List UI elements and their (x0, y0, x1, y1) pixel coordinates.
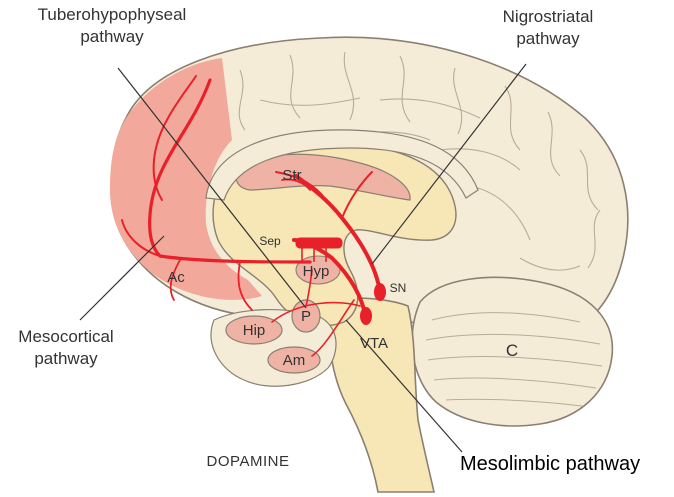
mesocortical-branch-1 (152, 75, 197, 201)
label-am: Am (283, 352, 306, 369)
leader-mesocortical (79, 235, 165, 321)
brainstem (328, 297, 435, 493)
label-vta: VTA (360, 335, 388, 352)
label-mesocortical-line2: pathway (34, 349, 98, 368)
amygdala-am (267, 346, 321, 374)
septal-bar (295, 237, 343, 249)
nigrostriatal-branch-3 (281, 178, 311, 191)
label-dopamine: DOPAMINE (207, 453, 290, 470)
substantia-nigra-terminal (374, 283, 386, 301)
label-c: C (506, 341, 518, 360)
limbic-structures (210, 255, 341, 387)
nigrostriatal-branch-2 (275, 171, 327, 201)
mesolimbic-branch-am (311, 299, 355, 357)
label-ac: Ac (167, 269, 185, 286)
mesocortical-branch-4 (237, 261, 253, 311)
cerebellum-folia (425, 312, 603, 407)
label-nigrostriatal-line2: pathway (516, 29, 580, 48)
label-sn: SN (390, 281, 407, 295)
label-sep: Sep (259, 234, 281, 248)
label-str: Str (282, 167, 301, 184)
mesocortical-branch-2 (121, 219, 161, 257)
label-nigrostriatal-line1: Nigrostriatal (503, 7, 594, 26)
striatum (235, 153, 411, 201)
label-mesocortical-line1: Mesocortical (18, 327, 113, 346)
label-p: P (301, 308, 311, 325)
label-tuberohypophyseal-line2: pathway (80, 27, 144, 46)
label-hyp: Hyp (303, 263, 330, 280)
leader-lines (79, 63, 527, 453)
nigrostriatal-branch-1 (341, 171, 373, 219)
leader-nigrostriatal (371, 63, 527, 265)
mesocortical-trunk (148, 78, 312, 264)
mesocortical-branch-3 (169, 259, 181, 301)
prefrontal-cortex-region (110, 58, 262, 300)
cortex-sulci (238, 51, 601, 271)
corpus-callosum (205, 129, 479, 201)
leader-mesolimbic (345, 319, 463, 453)
vta-terminal (360, 307, 372, 325)
septal-cluster (295, 237, 343, 262)
label-tuberohypophyseal-line1: Tuberohypophyseal (38, 5, 187, 24)
label-hip: Hip (243, 322, 266, 339)
hippocampus-hip (225, 315, 283, 345)
label-mesolimbic: Mesolimbic pathway (460, 453, 640, 475)
mesolimbic-branch-hip (271, 301, 361, 323)
leader-tuberohypophyseal (117, 67, 307, 309)
tuberohypophyseal-projection (305, 269, 313, 307)
